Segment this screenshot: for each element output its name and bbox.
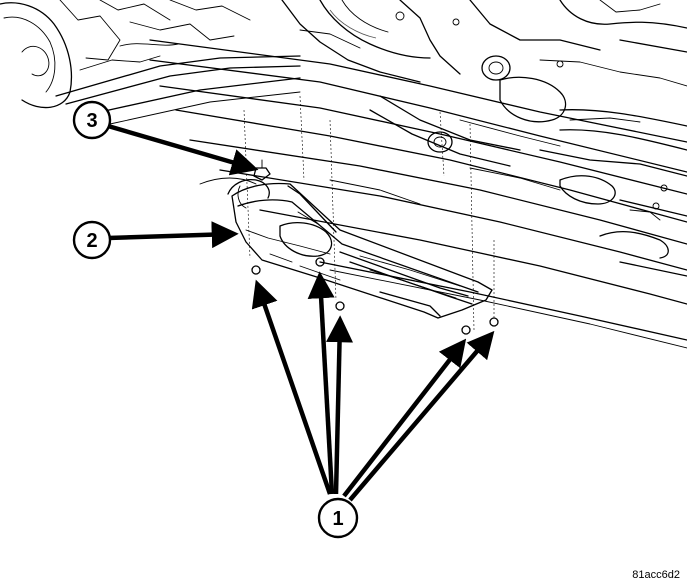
callout-circle bbox=[72, 220, 112, 260]
callout-label: 1 bbox=[332, 508, 343, 530]
arrow-callout-1-b bbox=[307, 271, 335, 495]
leader-arrows bbox=[107, 123, 495, 502]
callout-3: 3 bbox=[72, 100, 112, 140]
arrow-callout-1-a bbox=[251, 279, 333, 495]
arrow-callout-2 bbox=[107, 221, 239, 249]
callout-1: 1 bbox=[317, 497, 359, 539]
callout-label: 3 bbox=[86, 110, 97, 132]
callout-label: 2 bbox=[86, 230, 97, 252]
figure-id: 81acc6d2 bbox=[632, 569, 680, 581]
callout-circle bbox=[72, 100, 112, 140]
arrow-callout-1-c bbox=[326, 315, 354, 495]
callout-circle bbox=[317, 497, 359, 539]
vehicle-underbody bbox=[0, 0, 687, 349]
callout-2: 2 bbox=[72, 220, 112, 260]
arrow-callout-1-d bbox=[342, 338, 467, 498]
arrow-callout-3 bbox=[107, 123, 259, 176]
shield-assembly bbox=[227, 159, 499, 335]
arrow-callout-1-e bbox=[348, 330, 495, 502]
